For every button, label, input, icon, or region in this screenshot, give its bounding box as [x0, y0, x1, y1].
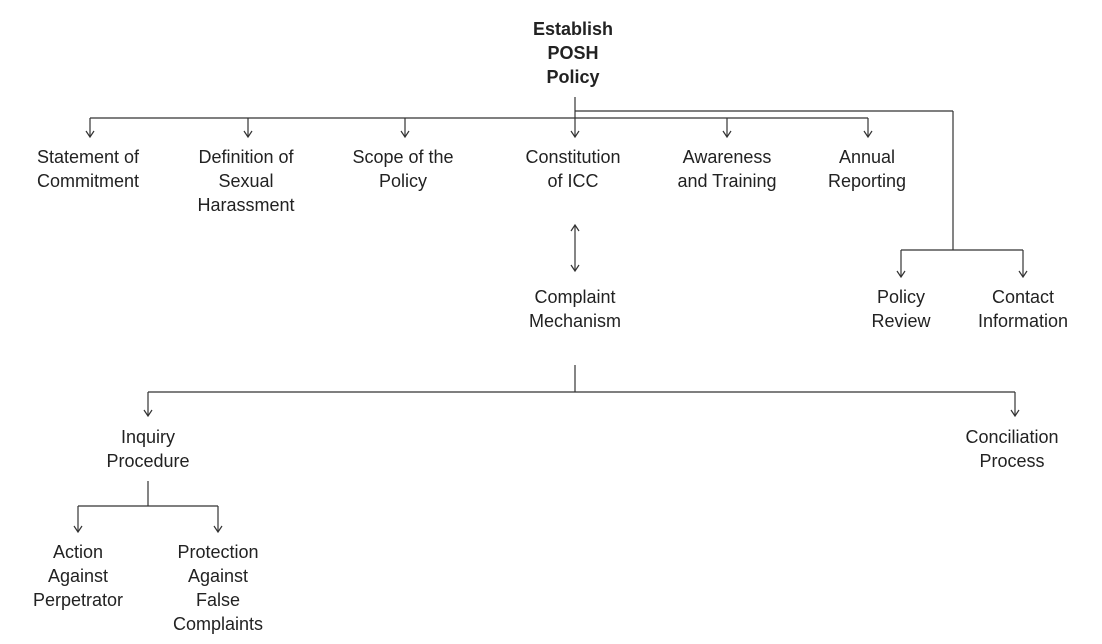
- node-annual-line: Reporting: [828, 171, 906, 191]
- node-statement-line: Statement of: [37, 147, 140, 167]
- node-protection-line: Complaints: [173, 614, 263, 634]
- node-contact-line: Contact: [992, 287, 1054, 307]
- arrowhead-top-level: [400, 130, 410, 139]
- node-constitution-line: Constitution: [525, 147, 620, 167]
- node-protection-line: False: [196, 590, 240, 610]
- node-conciliation-line: Process: [979, 451, 1044, 471]
- node-root-line: Establish: [533, 19, 613, 39]
- node-awareness-line: and Training: [677, 171, 776, 191]
- arrowhead-top-level: [863, 130, 873, 139]
- node-definition-line: Sexual: [218, 171, 273, 191]
- node-definition-line: Harassment: [197, 195, 294, 215]
- node-contact-line: Information: [978, 311, 1068, 331]
- node-inquiry-line: Inquiry: [121, 427, 175, 447]
- node-action-line: Action: [53, 542, 103, 562]
- node-policy-review-line: Review: [871, 311, 931, 331]
- node-statement: Statement of Commitment: [37, 147, 140, 191]
- connector-lines: [73, 97, 1028, 534]
- node-inquiry-line: Procedure: [106, 451, 189, 471]
- arrowhead-right-branch: [896, 270, 906, 279]
- node-action-line: Against: [48, 566, 108, 586]
- arrowhead-top-level: [570, 130, 580, 139]
- arrowhead-conciliation: [1010, 409, 1020, 418]
- node-protection-line: Against: [188, 566, 248, 586]
- arrowhead-top-level: [243, 130, 253, 139]
- node-complaint-line: Mechanism: [529, 311, 621, 331]
- node-protection-line: Protection: [177, 542, 258, 562]
- node-complaint-line: Complaint: [534, 287, 615, 307]
- arrowhead-up-constitution: [570, 223, 580, 232]
- node-root-line: POSH: [547, 43, 598, 63]
- node-statement-line: Commitment: [37, 171, 139, 191]
- node-scope-line: Scope of the: [352, 147, 453, 167]
- node-awareness: Awareness and Training: [677, 147, 776, 191]
- arrowhead-top-level: [722, 130, 732, 139]
- node-scope-line: Policy: [379, 171, 427, 191]
- arrowhead-inquiry-child: [73, 525, 83, 534]
- arrowhead-down-complaint: [570, 264, 580, 273]
- node-conciliation-line: Conciliation: [965, 427, 1058, 447]
- node-action-line: Perpetrator: [33, 590, 123, 610]
- arrowhead-right-branch: [1018, 270, 1028, 279]
- node-awareness-line: Awareness: [683, 147, 772, 167]
- node-constitution: Constitution of ICC: [525, 147, 620, 191]
- arrowhead-inquiry-child: [213, 525, 223, 534]
- arrowhead-inquiry: [143, 409, 153, 418]
- node-policy-review-line: Policy: [877, 287, 925, 307]
- node-constitution-line: of ICC: [547, 171, 598, 191]
- node-definition-line: Definition of: [198, 147, 294, 167]
- node-root-line: Policy: [546, 67, 599, 87]
- node-annual-line: Annual: [839, 147, 895, 167]
- arrowhead-top-level: [85, 130, 95, 139]
